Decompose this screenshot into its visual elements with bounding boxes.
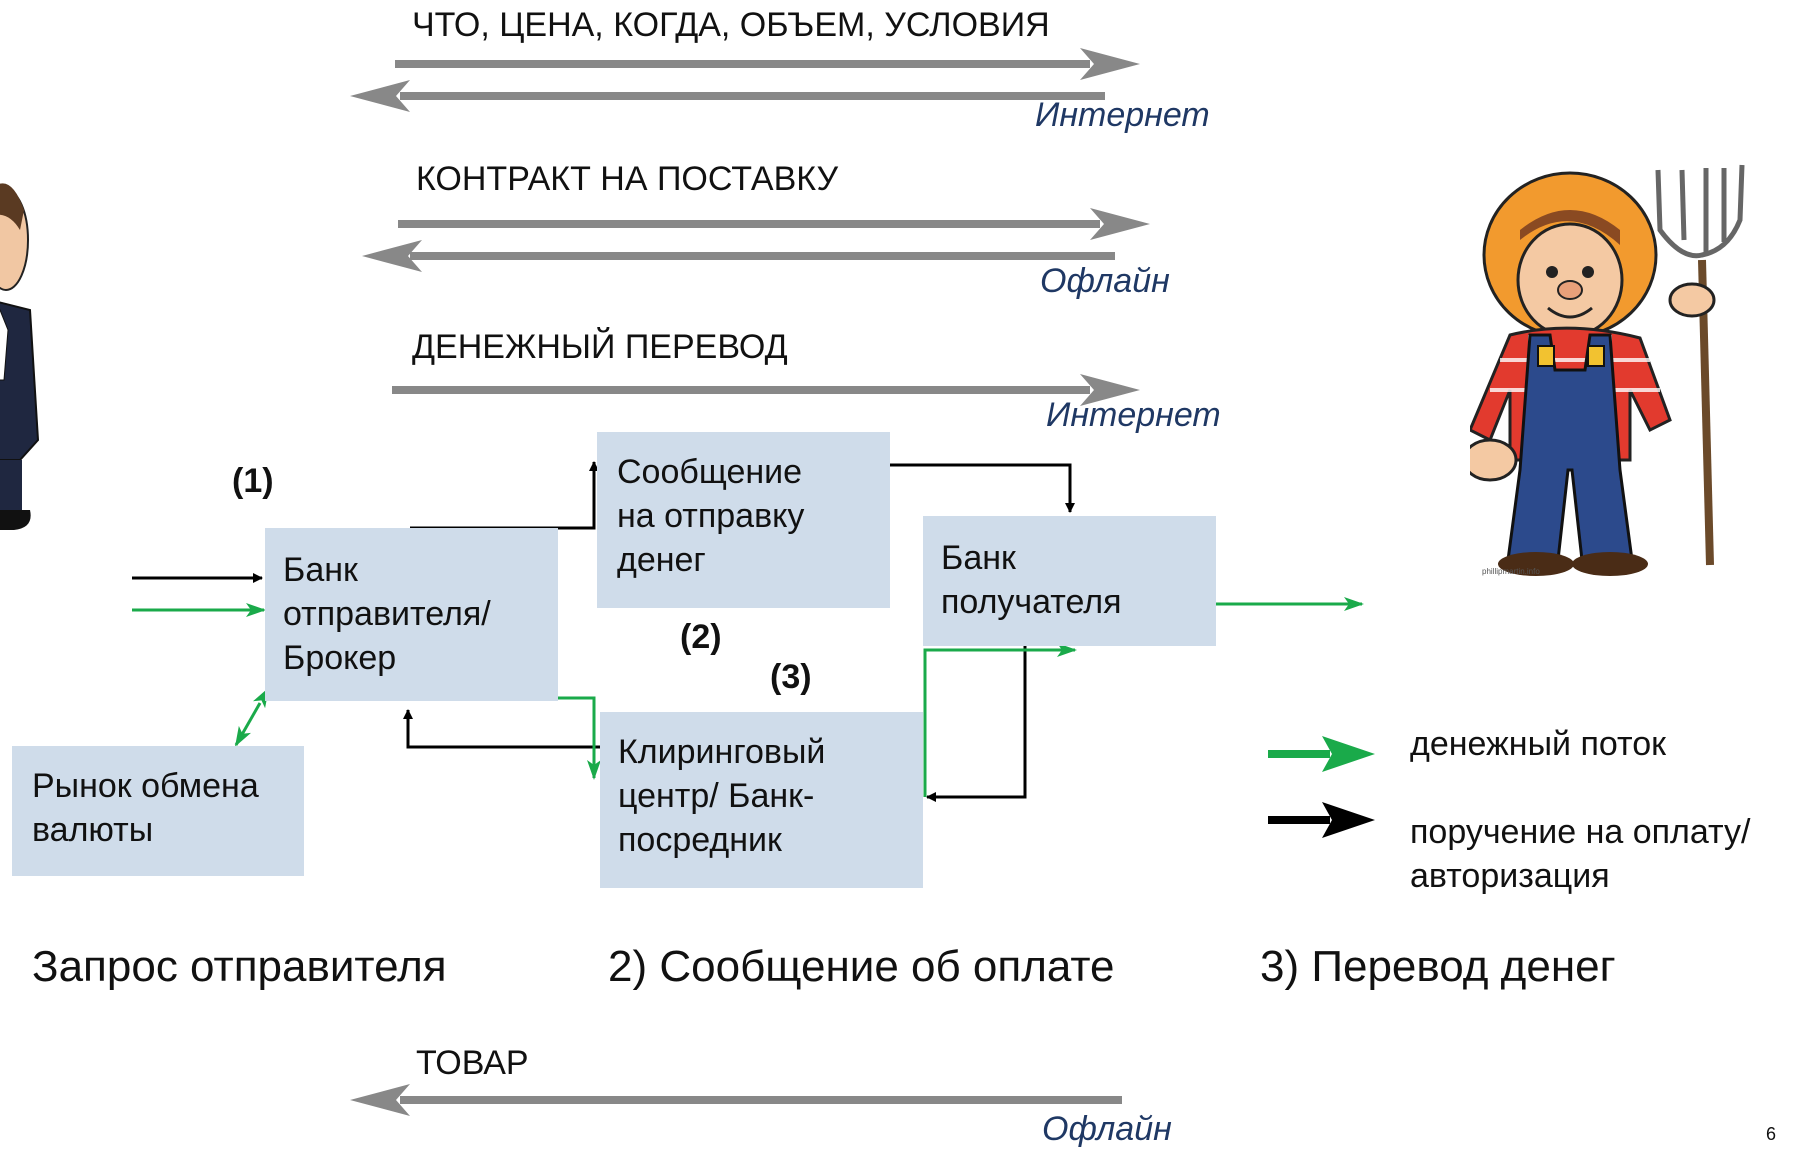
fx-market-text: Рынок обмена валюты	[32, 767, 259, 849]
transfer-flow-arrow	[392, 374, 1140, 406]
clearing-center-text: Клиринговый центр/ Банк- посредник	[618, 733, 826, 859]
transfer-flow-label: ДЕНЕЖНЫЙ ПЕРЕВОД	[412, 328, 788, 366]
step-3-label: (3)	[770, 658, 812, 696]
goods-flow-arrow	[350, 1084, 1122, 1116]
info-channel-label: Интернет	[1035, 96, 1210, 134]
info-flow-label: ЧТО, ЦЕНА, КОГДА, ОБЪЕМ, УСЛОВИЯ	[412, 6, 1050, 44]
page-number: 6	[1766, 1124, 1777, 1144]
step-2-label: (2)	[680, 618, 722, 656]
goods-channel-label: Офлайн	[1042, 1110, 1172, 1148]
caption-money-transfer: 3) Перевод денег	[1260, 942, 1616, 991]
farmer-illustration: phillipmartin.info	[1470, 164, 1745, 576]
legend-money-flow-label: денежный поток	[1410, 725, 1666, 763]
image-credit: phillipmartin.info	[1482, 567, 1540, 576]
goods-flow-label: ТОВАР	[416, 1044, 529, 1082]
legend-money-arrow	[1268, 736, 1375, 772]
caption-payment-message: 2) Сообщение об оплате	[608, 942, 1115, 991]
receiver-bank-box: Банк получателя	[923, 516, 1216, 646]
info-flow-arrows	[350, 48, 1140, 112]
caption-sender-request: Запрос отправителя	[32, 942, 447, 991]
sender-bank-box: Банк отправителя/ Брокер	[265, 528, 558, 701]
contract-channel-label: Офлайн	[1040, 262, 1170, 300]
fx-market-box: Рынок обмена валюты	[12, 746, 304, 876]
sender-bank-text: Банк отправителя/ Брокер	[283, 551, 491, 677]
message-text: Сообщение на отправку денег	[617, 453, 805, 579]
legend-payment-order-label: поручение на оплату/ авторизация	[1410, 813, 1751, 895]
contract-flow-label: КОНТРАКТ НА ПОСТАВКУ	[416, 160, 839, 198]
receiver-bank-text: Банк получателя	[941, 539, 1122, 621]
contract-flow-arrows	[362, 208, 1150, 272]
clearing-center-box: Клиринговый центр/ Банк- посредник	[600, 712, 923, 888]
transfer-channel-label: Интернет	[1046, 396, 1221, 434]
message-box: Сообщение на отправку денег	[597, 432, 890, 608]
legend-order-arrow	[1268, 802, 1375, 838]
step-1-label: (1)	[232, 462, 274, 500]
businessman-illustration	[0, 183, 40, 530]
